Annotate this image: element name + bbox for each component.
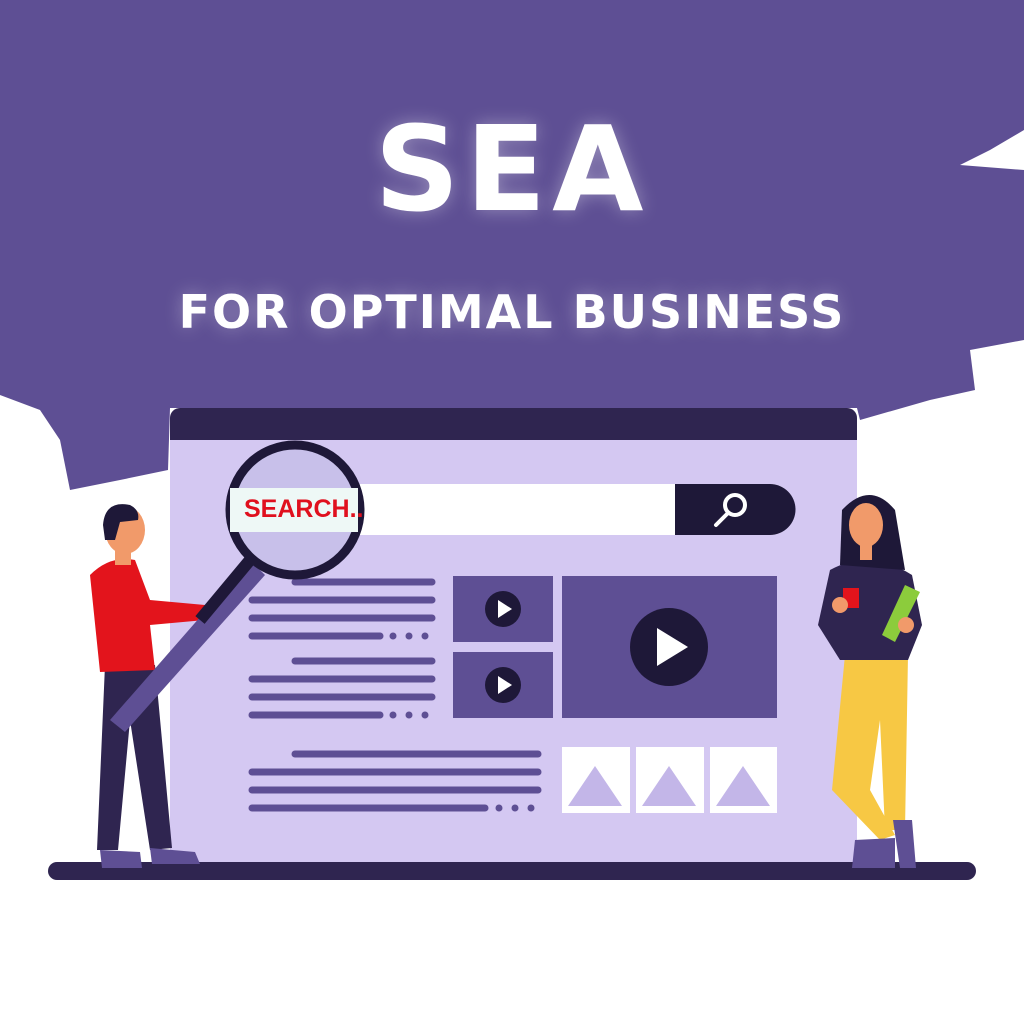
video-player-main[interactable] bbox=[562, 576, 777, 718]
play-icon bbox=[498, 600, 512, 618]
play-icon bbox=[498, 676, 512, 694]
subheadline: FOR OPTIMAL BUSINESS bbox=[178, 285, 846, 339]
search-icon bbox=[714, 493, 747, 527]
magnifying-glass-icon bbox=[110, 440, 365, 732]
search-input[interactable] bbox=[240, 484, 795, 535]
image-thumbnails bbox=[562, 747, 777, 813]
image-placeholder-icon bbox=[568, 766, 622, 806]
floor-line bbox=[48, 862, 976, 880]
image-placeholder-icon bbox=[716, 766, 770, 806]
image-placeholder-icon bbox=[642, 766, 696, 806]
video-thumb-small-1[interactable] bbox=[453, 576, 553, 642]
headline: SEA bbox=[374, 100, 650, 238]
woman-figure bbox=[818, 495, 922, 868]
ellipsis-dots bbox=[389, 632, 535, 812]
text-lines bbox=[248, 578, 542, 812]
man-figure bbox=[90, 504, 230, 868]
browser-title-bar bbox=[170, 408, 857, 440]
play-icon bbox=[657, 628, 688, 666]
search-button[interactable] bbox=[675, 484, 796, 535]
search-placeholder-text: SEARCH.. bbox=[244, 495, 364, 523]
purple-brush-banner bbox=[0, 0, 1024, 490]
video-thumb-small-2[interactable] bbox=[453, 652, 553, 718]
